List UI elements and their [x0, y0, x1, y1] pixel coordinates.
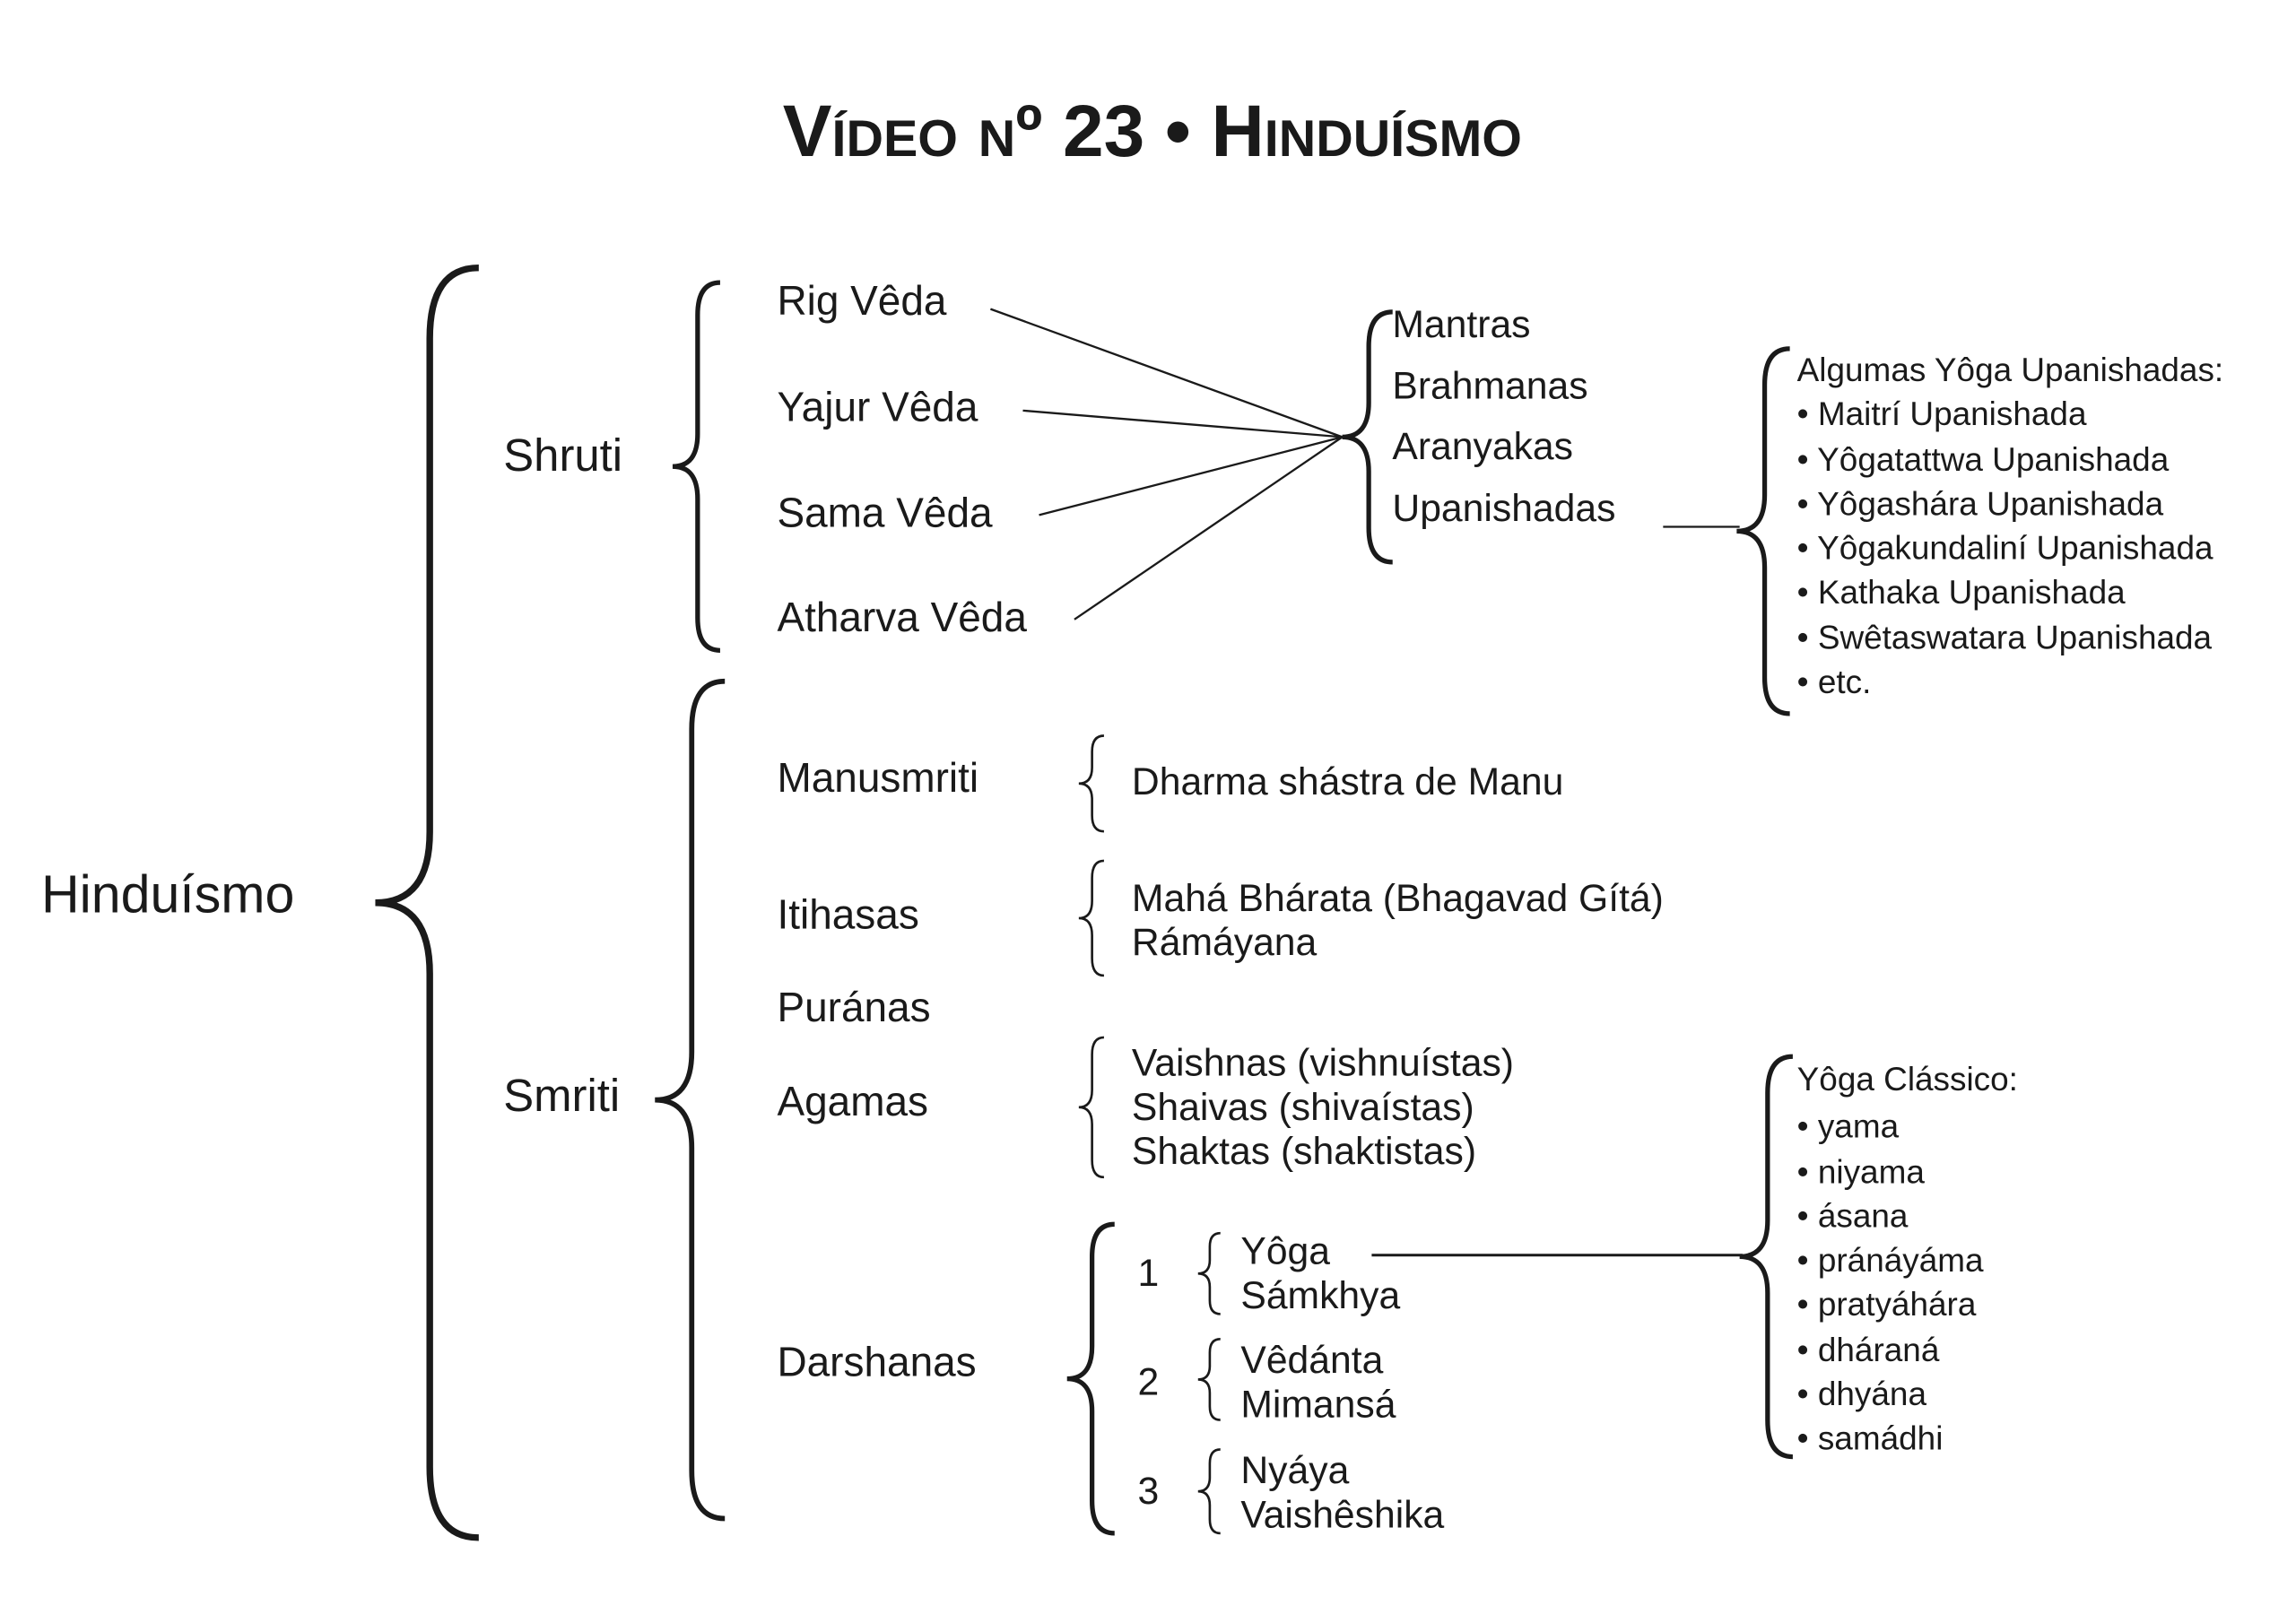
- darshana-group-number: 3: [1137, 1468, 1160, 1513]
- brace-agamas: [1078, 1036, 1105, 1179]
- agamas-list: Vaishnas (vishnuístas) Shaivas (shivaíst…: [1132, 1040, 1514, 1173]
- veda-part: Mantras: [1392, 301, 1531, 346]
- darshana-item: Vêdánta: [1240, 1337, 1384, 1382]
- agamas-item: Shaivas (shivaístas): [1131, 1084, 1474, 1129]
- veda-item: Atharva Vêda: [777, 594, 1027, 640]
- list-item: • etc.: [1796, 664, 1872, 701]
- list-item: • Kathaka Upanishada: [1796, 574, 2126, 612]
- darshana-item: Mimansá: [1240, 1381, 1396, 1427]
- itihasas-label: Itihasas: [777, 891, 919, 938]
- list-item: • Yôgashára Upanishada: [1796, 485, 2164, 523]
- list-item: • ásana: [1796, 1197, 1909, 1235]
- root-label: Hinduísmo: [40, 864, 295, 924]
- brace-yoga-classico: [1739, 1054, 1794, 1460]
- yoga-classico-list: Yôga Clássico: • yama • niyama • ásana •…: [1797, 1058, 2018, 1462]
- veda-parts-list: Mantras Brahmanas Aranyakas Upanishadas: [1392, 301, 1615, 545]
- darshana-group-1: Yôga Sámkhya: [1240, 1228, 1400, 1316]
- yoga-upanishadas-list: Algumas Yôga Upanishadas: • Maitrí Upani…: [1797, 349, 2224, 706]
- itihasas-item: Mahá Bhárata (Bhagavad Gítá): [1131, 875, 1664, 920]
- brace-manusmriti: [1078, 734, 1105, 833]
- connector-yajur: [1022, 409, 1343, 438]
- brace-darshana-1: [1197, 1231, 1221, 1315]
- brace-hinduismo: [375, 264, 479, 1541]
- list-item: • pránáyáma: [1796, 1242, 1984, 1280]
- list-item: • pratyáhára: [1796, 1287, 1977, 1324]
- shruti-label: Shruti: [503, 430, 623, 482]
- darshana-group-3: Nyáya Vaishêshika: [1240, 1448, 1444, 1536]
- darshana-group-number: 1: [1137, 1250, 1160, 1296]
- list-item: • niyama: [1796, 1152, 1925, 1190]
- list-item: • dhyána: [1796, 1376, 1926, 1413]
- darshana-item: Vaishêshika: [1240, 1491, 1445, 1537]
- manusmriti-item: Dharma shástra de Manu: [1131, 759, 1564, 803]
- list-heading: Yôga Clássico:: [1796, 1061, 2018, 1098]
- agamas-item: Vaishnas (vishnuístas): [1131, 1040, 1514, 1085]
- brace-smriti: [655, 678, 726, 1522]
- brace-shruti: [672, 280, 721, 653]
- connector-sama: [1039, 436, 1343, 516]
- veda-item: Yajur Vêda: [777, 384, 978, 430]
- list-item: • yama: [1796, 1108, 1900, 1146]
- list-item: • dháraná: [1796, 1331, 1940, 1368]
- darshana-item: Nyáya: [1240, 1447, 1350, 1492]
- puranas-label: Puránas: [777, 984, 931, 1030]
- darshanas-label: Darshanas: [777, 1339, 977, 1385]
- darshana-item: Sámkhya: [1240, 1272, 1401, 1317]
- darshana-group-2: Vêdánta Mimansá: [1240, 1338, 1396, 1426]
- agamas-item: Shaktas (shaktistas): [1131, 1128, 1477, 1173]
- list-heading: Algumas Yôga Upanishadas:: [1796, 352, 2224, 389]
- itihasas-list: Mahá Bhárata (Bhagavad Gítá) Rámáyana: [1132, 875, 1664, 963]
- veda-item: Sama Vêda: [777, 490, 993, 536]
- brace-darshanas: [1066, 1221, 1115, 1536]
- darshana-item: Yôga: [1240, 1228, 1331, 1273]
- list-item: • samádhi: [1796, 1420, 1944, 1458]
- veda-part: Upanishadas: [1392, 484, 1616, 529]
- darshana-group-number: 2: [1137, 1359, 1160, 1404]
- page-title: Vídeo nº 23 • Hinduísmo: [782, 90, 1522, 172]
- brace-darshana-2: [1197, 1337, 1221, 1421]
- veda-part: Aranyakas: [1392, 423, 1573, 468]
- list-item: • Yôgatattwa Upanishada: [1796, 440, 2170, 478]
- itihasas-item: Rámáyana: [1131, 919, 1318, 964]
- veda-item: Rig Vêda: [777, 278, 947, 325]
- agamas-label: Agamas: [777, 1078, 929, 1124]
- connector-rig: [990, 308, 1343, 438]
- brace-upanishadas: [1736, 346, 1790, 716]
- brace-veda-parts: [1342, 309, 1393, 565]
- list-item: • Maitrí Upanishada: [1796, 395, 2087, 433]
- list-item: • Yôgakundaliní Upanishada: [1796, 530, 2213, 568]
- connector-atharva: [1074, 436, 1344, 621]
- manusmriti-label: Manusmriti: [777, 754, 979, 801]
- brace-darshana-3: [1197, 1448, 1221, 1535]
- smriti-label: Smriti: [503, 1070, 621, 1122]
- list-item: • Swêtaswatara Upanishada: [1796, 619, 2213, 656]
- brace-itihasas: [1078, 859, 1105, 977]
- veda-part: Brahmanas: [1392, 362, 1588, 407]
